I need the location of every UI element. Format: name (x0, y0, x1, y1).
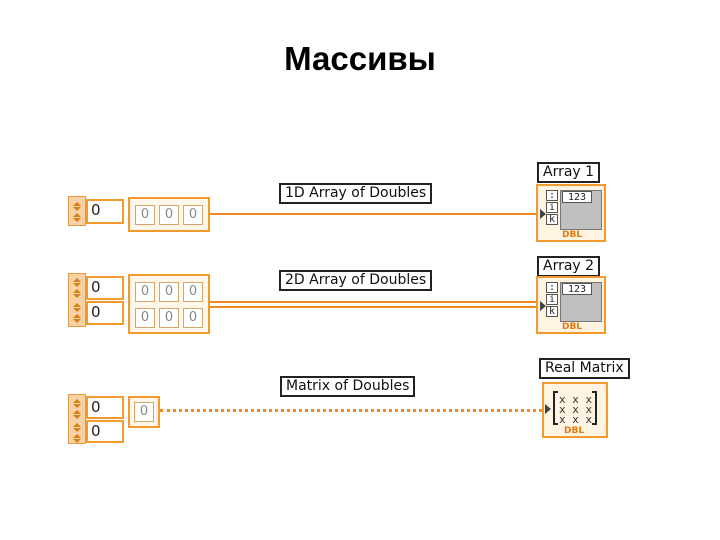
array-control-1d[interactable]: 0 0 0 0 (68, 196, 210, 232)
array-cell[interactable]: 0 (135, 308, 155, 328)
numeric-tag: 123 (562, 191, 592, 203)
type-label: DBL (562, 230, 583, 240)
spinner-icon[interactable] (71, 202, 82, 211)
array-cell[interactable]: 0 (135, 282, 155, 302)
input-arrow-icon (540, 209, 546, 219)
spinner-icon[interactable] (71, 434, 82, 443)
spinner-icon[interactable] (71, 314, 82, 323)
matrix-glyph-row: x x x (559, 413, 593, 426)
array-cell[interactable]: 0 (134, 402, 154, 422)
array-cell[interactable]: 0 (135, 205, 155, 225)
spinner-icon[interactable] (71, 410, 82, 419)
index-tag: : (546, 190, 558, 201)
input-arrow-icon (545, 404, 551, 414)
indicator-real-matrix[interactable]: x x x x x x x x x DBL (542, 382, 608, 438)
indicator-array-1[interactable]: : i k 123 DBL (536, 184, 606, 242)
matrix-control[interactable]: 0 0 0 (68, 394, 168, 446)
page-title: Массивы (284, 40, 436, 77)
index-tag: i (546, 202, 558, 213)
wire-2d-a (210, 301, 540, 303)
array-cells-frame: 0 0 0 0 0 0 (128, 274, 210, 334)
spinner-icon[interactable] (71, 289, 82, 298)
array-cells-frame: 0 0 0 (128, 197, 210, 232)
array-cell[interactable]: 0 (159, 205, 179, 225)
spinner-icon[interactable] (71, 213, 82, 222)
bracket-left-icon (553, 391, 558, 425)
type-label: DBL (562, 322, 583, 332)
index-tag: k (546, 214, 558, 225)
matrix-glyph-row: x x x (559, 393, 593, 406)
bracket-right-icon (592, 391, 597, 425)
numeric-tag: 123 (562, 283, 592, 295)
array-cell[interactable]: 0 (183, 205, 203, 225)
wire-matrix (160, 409, 542, 412)
spinner-icon[interactable] (71, 423, 82, 432)
matrix-glyph-row: x x x (559, 403, 593, 416)
wire-label-2d: 2D Array of Doubles (279, 270, 433, 291)
wire-label-1d: 1D Array of Doubles (279, 183, 433, 204)
index-field[interactable]: 0 (86, 301, 124, 325)
index-field[interactable]: 0 (86, 396, 124, 419)
terminal-label-array-2: Array 2 (537, 256, 601, 277)
index-strip (68, 394, 86, 444)
wire-1d (210, 213, 540, 215)
spinner-icon[interactable] (71, 303, 82, 312)
spinner-icon[interactable] (71, 399, 82, 408)
array-control-2d[interactable]: 0 0 0 0 0 0 0 0 (68, 273, 210, 337)
index-tag: k (546, 306, 558, 317)
index-strip (68, 196, 86, 226)
wire-label-matrix: Matrix of Doubles (280, 376, 416, 397)
terminal-label-real-matrix: Real Matrix (539, 358, 630, 379)
type-label: DBL (564, 426, 585, 436)
input-arrow-icon (540, 301, 546, 311)
array-cell[interactable]: 0 (183, 282, 203, 302)
terminal-label-array-1: Array 1 (537, 162, 601, 183)
wire-2d-b (210, 306, 540, 308)
array-cell[interactable]: 0 (159, 282, 179, 302)
index-strip (68, 273, 86, 327)
spinner-icon[interactable] (71, 278, 82, 287)
array-cell[interactable]: 0 (159, 308, 179, 328)
index-field[interactable]: 0 (86, 276, 124, 300)
index-tag: i (546, 294, 558, 305)
index-field[interactable]: 0 (86, 199, 124, 224)
array-cell[interactable]: 0 (183, 308, 203, 328)
index-tag: : (546, 282, 558, 293)
array-cells-frame: 0 (128, 396, 160, 428)
indicator-array-2[interactable]: : i k 123 DBL (536, 276, 606, 334)
index-field[interactable]: 0 (86, 420, 124, 443)
